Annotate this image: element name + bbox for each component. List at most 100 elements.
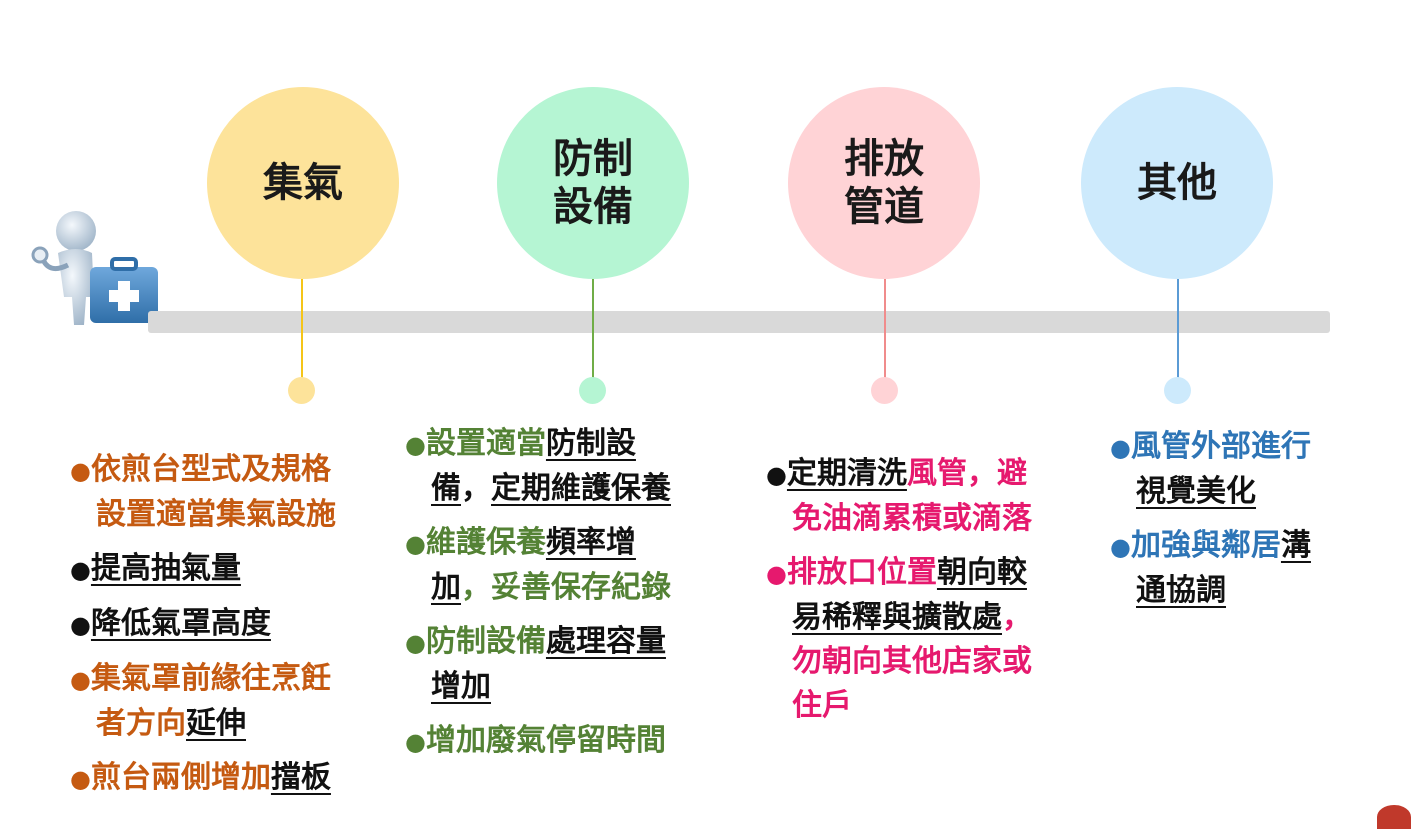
bullet-text: 易稀釋與擴散處 — [792, 600, 1002, 635]
bullet-item: ●依煎台型式及規格設置適當集氣設施 — [70, 448, 336, 537]
bullet-item: ●排放口位置朝向較易稀釋與擴散處，勿朝向其他店家或住戶 — [766, 551, 1032, 728]
bullet-text: 住戶 — [792, 688, 852, 723]
connector-dot — [579, 377, 606, 404]
stage-circle-collection: 集氣 — [207, 87, 399, 279]
bullet-text: 處理容量 — [545, 624, 666, 659]
stage-list-control-equipment: ●設置適當防制設備，定期維護保養●維護保養頻率增加，妥善保存紀錄●防制設備處理容… — [405, 422, 671, 774]
bullet-dot-icon: ● — [70, 556, 91, 584]
bullet-dot-icon: ● — [405, 728, 426, 756]
bullet-text: 備 — [431, 471, 461, 506]
stage-circle-control-equipment: 防制 設備 — [497, 87, 689, 279]
bullet-line: ●煎台兩側增加擋板 — [70, 756, 336, 801]
corner-decoration — [1377, 805, 1411, 829]
connector-line — [301, 279, 303, 391]
bullet-item: ●降低氣罩高度 — [70, 602, 336, 647]
bullet-text: 集氣罩前緣往烹飪 — [90, 661, 331, 696]
bullet-text: 視覺美化 — [1136, 474, 1256, 509]
bullet-item: ●設置適當防制設備，定期維護保養 — [405, 422, 671, 511]
bullet-text: 加強與鄰居 — [1130, 528, 1281, 563]
bullet-item: ●風管外部進行視覺美化 — [1110, 425, 1311, 514]
bullet-line: 設置適當集氣設施 — [70, 493, 336, 537]
stage-title: 排放 管道 — [844, 136, 924, 230]
stage-list-other: ●風管外部進行視覺美化●加強與鄰居溝通協調 — [1110, 425, 1311, 623]
stage-title: 其他 — [1137, 160, 1217, 206]
bullet-dot-icon: ● — [1110, 434, 1131, 462]
bullet-text: 者方向 — [96, 706, 186, 741]
bullet-text: 定期清洗 — [786, 456, 907, 491]
bullet-text: 煎台兩側增加 — [90, 760, 271, 795]
bullet-text: 朝向較 — [936, 555, 1027, 590]
bullet-text: 溝 — [1280, 528, 1311, 563]
bullet-text: ， — [1002, 600, 1032, 635]
bullet-item: ●加強與鄰居溝通協調 — [1110, 524, 1311, 613]
bullet-text: 擋板 — [270, 760, 331, 795]
bullet-text: ， — [461, 471, 491, 506]
bullet-text: 頻率增 — [545, 525, 636, 560]
bullet-line: 備，定期維護保養 — [405, 467, 671, 511]
bullet-text: 通協調 — [1136, 573, 1226, 608]
bullet-dot-icon: ● — [405, 431, 426, 459]
bullet-text: 排放口位置 — [786, 555, 937, 590]
connector-line — [1177, 279, 1179, 391]
bullet-line: ●設置適當防制設 — [405, 422, 671, 467]
bullet-dot-icon: ● — [70, 666, 91, 694]
bullet-line: 勿朝向其他店家或 — [766, 640, 1032, 684]
doctor-with-medical-kit-icon — [31, 211, 158, 325]
bullet-text: 維護保養 — [425, 525, 546, 560]
bullet-dot-icon: ● — [70, 457, 91, 485]
bullet-line: ●定期清洗風管，避 — [766, 452, 1032, 497]
bullet-line: ●提高抽氣量 — [70, 547, 336, 592]
bullet-line: ●維護保養頻率增 — [405, 521, 671, 566]
stage-circle-other: 其他 — [1081, 87, 1273, 279]
stage-title: 防制 設備 — [553, 136, 633, 230]
bullet-text: ，妥善保存紀錄 — [461, 570, 671, 605]
bullet-dot-icon: ● — [766, 461, 787, 489]
bullet-text: 設置適當 — [425, 426, 546, 461]
bullet-text: 增加廢氣停留時間 — [425, 723, 666, 758]
bullet-line: ●降低氣罩高度 — [70, 602, 336, 647]
stage-list-collection: ●依煎台型式及規格設置適當集氣設施●提高抽氣量●降低氣罩高度●集氣罩前緣往烹飪者… — [70, 448, 336, 811]
bullet-text: 降低氣罩高度 — [90, 606, 271, 641]
bullet-line: ●加強與鄰居溝 — [1110, 524, 1311, 569]
bullet-line: 增加 — [405, 665, 671, 709]
bullet-line: 加，妥善保存紀錄 — [405, 566, 671, 610]
bullet-line: ●集氣罩前緣往烹飪 — [70, 657, 336, 702]
bullet-line: ●增加廢氣停留時間 — [405, 719, 671, 764]
bullet-item: ●集氣罩前緣往烹飪者方向延伸 — [70, 657, 336, 746]
bullet-dot-icon: ● — [766, 560, 787, 588]
bullet-dot-icon: ● — [1110, 533, 1131, 561]
bullet-line: ●防制設備處理容量 — [405, 620, 671, 665]
bullet-text: 風管外部進行 — [1130, 429, 1311, 464]
connector-line — [592, 279, 594, 391]
bullet-item: ●定期清洗風管，避免油滴累積或滴落 — [766, 452, 1032, 541]
bullet-text: 提高抽氣量 — [90, 551, 241, 586]
bullet-dot-icon: ● — [405, 629, 426, 657]
bullet-item: ●維護保養頻率增加，妥善保存紀錄 — [405, 521, 671, 610]
bullet-item: ●提高抽氣量 — [70, 547, 336, 592]
bullet-line: 住戶 — [766, 684, 1032, 728]
stage-circle-exhaust-duct: 排放 管道 — [788, 87, 980, 279]
bullet-text: 免油滴累積或滴落 — [792, 501, 1032, 536]
connector-dot — [1164, 377, 1191, 404]
bullet-line: ●排放口位置朝向較 — [766, 551, 1032, 596]
bullet-text: 防制設 — [545, 426, 636, 461]
bullet-text: 延伸 — [186, 706, 246, 741]
bullet-text: 設置適當集氣設施 — [96, 497, 336, 532]
bullet-line: 通協調 — [1110, 569, 1311, 613]
bullet-dot-icon: ● — [70, 765, 91, 793]
bullet-line: 易稀釋與擴散處， — [766, 596, 1032, 640]
connector-dot — [871, 377, 898, 404]
bullet-line: 者方向延伸 — [70, 702, 336, 746]
bullet-line: ●風管外部進行 — [1110, 425, 1311, 470]
connector-line — [884, 279, 886, 391]
bullet-text: 增加 — [431, 669, 491, 704]
bullet-text: 加 — [431, 570, 461, 605]
bullet-text: 定期維護保養 — [491, 471, 671, 506]
stage-list-exhaust-duct: ●定期清洗風管，避免油滴累積或滴落●排放口位置朝向較易稀釋與擴散處，勿朝向其他店… — [766, 452, 1032, 738]
bullet-text: 風管，避 — [906, 456, 1027, 491]
bullet-dot-icon: ● — [70, 611, 91, 639]
bullet-line: 免油滴累積或滴落 — [766, 497, 1032, 541]
bullet-item: ●煎台兩側增加擋板 — [70, 756, 336, 801]
bullet-text: 依煎台型式及規格 — [90, 452, 331, 487]
bullet-line: ●依煎台型式及規格 — [70, 448, 336, 493]
